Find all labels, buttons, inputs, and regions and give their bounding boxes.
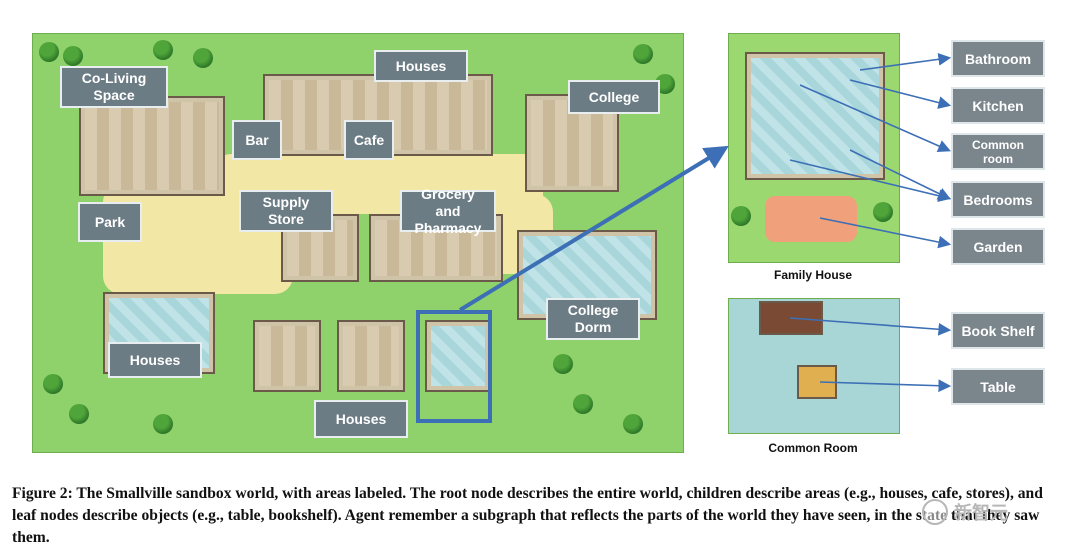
label-bedrooms: Bedrooms — [951, 181, 1045, 218]
area-label-houses-left: Houses — [108, 342, 202, 378]
co-living-building — [79, 96, 225, 196]
house-3-building — [425, 320, 491, 392]
watermark-text: 新智元 — [954, 503, 1008, 524]
family-house-building — [745, 52, 885, 180]
area-label-park: Park — [78, 202, 142, 242]
tree — [553, 354, 573, 374]
wechat-logo-icon — [922, 499, 948, 525]
house-1-building — [253, 320, 321, 392]
label-book-shelf: Book Shelf — [951, 312, 1045, 349]
label-kitchen: Kitchen — [951, 87, 1045, 124]
selected-house-highlight — [416, 310, 492, 423]
watermark: 新智元 — [922, 497, 1052, 527]
tree — [43, 374, 63, 394]
tree — [633, 44, 653, 64]
tree — [623, 414, 643, 434]
area-label-bar: Bar — [232, 120, 282, 160]
label-bathroom: Bathroom — [951, 40, 1045, 77]
area-label-college: College — [568, 80, 660, 114]
figure-caption: Figure 2: The Smallville sandbox world, … — [12, 485, 1043, 546]
table-object — [797, 365, 837, 399]
area-label-cafe: Cafe — [344, 120, 394, 160]
tree — [39, 42, 59, 62]
house-2-building — [337, 320, 405, 392]
tree — [153, 40, 173, 60]
family-garden — [765, 196, 857, 242]
tree — [655, 74, 675, 94]
family-house-panel — [728, 33, 900, 263]
tree — [731, 206, 751, 226]
area-label-houses-top: Houses — [374, 50, 468, 82]
tree — [193, 48, 213, 68]
family-house-caption: Family House — [773, 268, 853, 282]
common-room-caption: Common Room — [768, 441, 858, 455]
tree — [873, 202, 893, 222]
label-garden: Garden — [951, 228, 1045, 265]
area-label-houses-bottom: Houses — [314, 400, 408, 438]
tree — [153, 414, 173, 434]
book-shelf-object — [759, 301, 823, 335]
tree — [573, 394, 593, 414]
tree — [63, 46, 83, 66]
tree — [69, 404, 89, 424]
common-room-panel — [728, 298, 900, 434]
label-table: Table — [951, 368, 1045, 405]
